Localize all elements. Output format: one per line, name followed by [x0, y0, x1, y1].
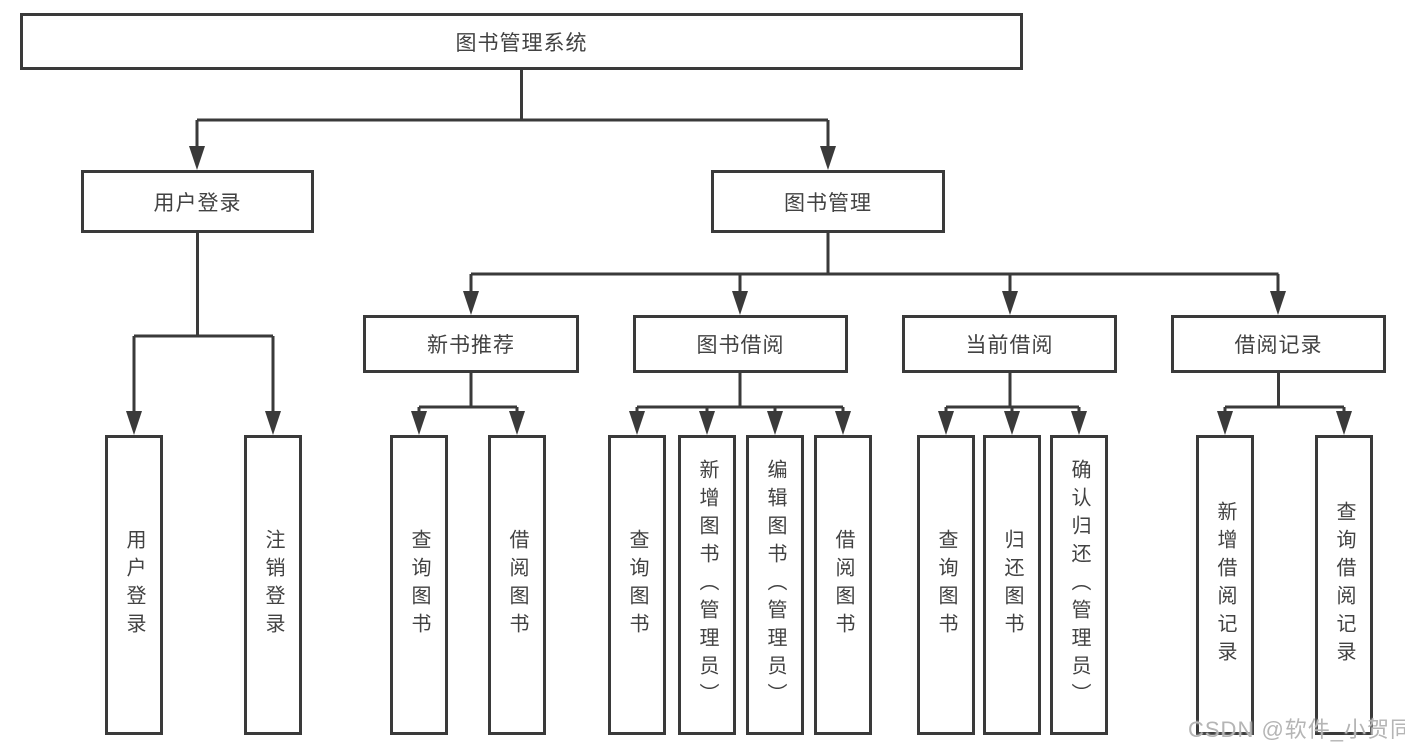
node-root-system: 图书管理系统	[20, 13, 1023, 70]
leaf-confirm-return-admin: 确认归还（管理员）	[1050, 435, 1108, 735]
leaf-edit-book-admin: 编辑图书（管理员）	[746, 435, 804, 735]
leaf-query-books-current: 查询图书	[917, 435, 975, 735]
leaf-user-login: 用户登录	[105, 435, 163, 735]
leaf-borrow-books-borrow: 借阅图书	[814, 435, 872, 735]
node-current-borrow: 当前借阅	[902, 315, 1117, 373]
leaf-add-borrow-record: 新增借阅记录	[1196, 435, 1254, 735]
leaf-logout: 注销登录	[244, 435, 302, 735]
leaf-query-books-recommend: 查询图书	[390, 435, 448, 735]
node-book-management: 图书管理	[711, 170, 945, 233]
leaf-borrow-books-recommend: 借阅图书	[488, 435, 546, 735]
watermark: CSDN @软件_小贺同学	[1188, 717, 1405, 742]
leaf-query-borrow-record: 查询借阅记录	[1315, 435, 1373, 735]
leaf-add-book-admin: 新增图书（管理员）	[678, 435, 736, 735]
node-new-book-recommend: 新书推荐	[363, 315, 579, 373]
node-user-login: 用户登录	[81, 170, 314, 233]
leaf-query-books-borrow: 查询图书	[608, 435, 666, 735]
leaf-return-book: 归还图书	[983, 435, 1041, 735]
node-borrow-records: 借阅记录	[1171, 315, 1386, 373]
node-book-borrow: 图书借阅	[633, 315, 848, 373]
